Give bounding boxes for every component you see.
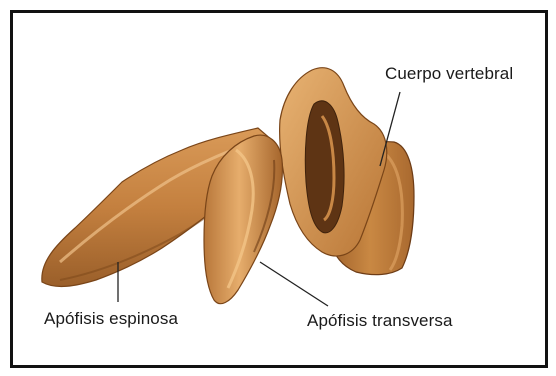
label-spinous-process: Apófisis espinosa	[44, 309, 178, 329]
leader-line-transverse-process	[260, 262, 328, 306]
label-vertebral-body: Cuerpo vertebral	[385, 64, 513, 84]
label-transverse-process: Apófisis transversa	[307, 311, 453, 331]
